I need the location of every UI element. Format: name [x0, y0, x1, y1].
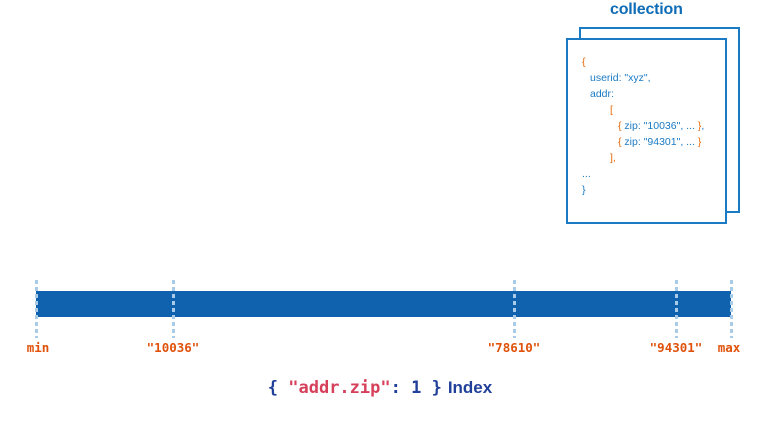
caption-open-brace: {	[267, 378, 279, 398]
code-brace: }	[697, 120, 702, 132]
caption-close-brace: }	[431, 378, 442, 398]
code-line: [	[582, 102, 704, 118]
code-line: }	[582, 182, 704, 198]
collection-diagram: collection { userid: "xyz", addr: [ { zip: "…	[560, 0, 760, 230]
code-token: ...	[582, 168, 591, 180]
index-bar-region: min "10036" "78610" "94301" max	[0, 280, 760, 360]
index-range-bar	[36, 291, 731, 317]
index-label-min: min	[26, 340, 50, 355]
code-line: addr:	[582, 86, 704, 102]
index-tick-2	[675, 280, 678, 338]
code-token: addr:	[590, 88, 614, 100]
code-brace: {	[618, 136, 622, 148]
index-caption: { "addr.zip": 1 } Index	[0, 378, 760, 398]
document-card-front: { userid: "xyz", addr: [ { zip: "10036", ...…	[566, 38, 727, 224]
index-label-max: max	[717, 340, 741, 355]
index-label-0: "10036"	[146, 340, 200, 355]
code-token: zip: "94301", ...	[621, 136, 698, 148]
code-line: {	[582, 54, 704, 70]
caption-key: "addr.zip"	[278, 378, 391, 398]
code-line: { zip: "94301", ... }	[582, 134, 704, 150]
code-token: [	[610, 104, 613, 116]
index-tick-0	[172, 280, 175, 338]
index-label-1: "78610"	[487, 340, 541, 355]
code-line: { zip: "10036", ... },	[582, 118, 704, 134]
index-tick-min	[35, 280, 38, 338]
code-brace: {	[618, 120, 622, 132]
index-label-2: "94301"	[649, 340, 703, 355]
code-token: userid: "xyz",	[590, 72, 651, 84]
code-line: userid: "xyz",	[582, 70, 704, 86]
code-token: {	[582, 56, 586, 68]
caption-index-word: Index	[447, 378, 493, 397]
caption-value: : 1	[390, 378, 432, 398]
document-json-code: { userid: "xyz", addr: [ { zip: "10036", ...…	[582, 54, 704, 198]
index-tick-1	[513, 280, 516, 338]
code-brace: }	[697, 136, 702, 148]
code-token: zip: "10036", ...	[621, 120, 698, 132]
code-token: }	[582, 184, 586, 196]
code-line: ],	[582, 150, 704, 166]
collection-title: collection	[610, 1, 683, 18]
code-line: ...	[582, 166, 704, 182]
code-token: ,	[701, 120, 705, 132]
index-tick-max	[730, 280, 733, 338]
code-token: ],	[610, 152, 616, 164]
